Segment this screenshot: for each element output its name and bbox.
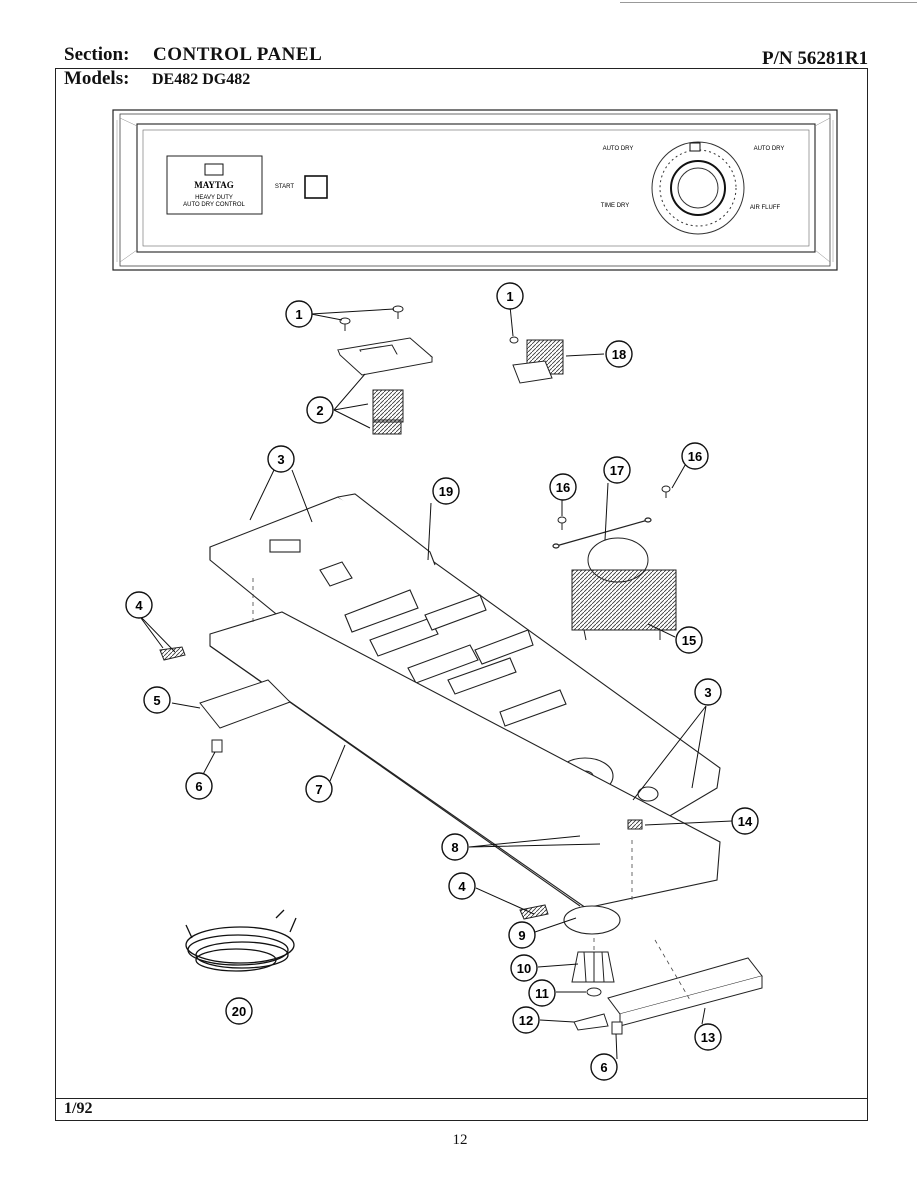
callout-12: 12 [512,1006,540,1034]
svg-text:11: 11 [535,986,549,1001]
svg-text:16: 16 [556,480,570,495]
relay-bracket-14 [627,819,643,830]
callout-group: 1 1 2 3 16 17 16 18 19 4 5 6 7 15 3 14 8… [125,282,759,1081]
panel-start-label: START [275,184,294,190]
svg-text:3: 3 [277,452,284,467]
panel-brand-logo: MAYTAG [194,180,234,190]
callout-7: 7 [305,775,333,803]
callout-17: 17 [603,456,631,484]
wire-clip-left [159,646,186,661]
svg-text:17: 17 [610,463,624,478]
dial-label-air-fluff: AIR FLUFF [750,205,781,211]
part-number: P/N 56281R1 [762,48,869,69]
top-rule [620,2,917,3]
callout-5: 5 [143,686,171,714]
svg-text:12: 12 [519,1013,533,1028]
svg-text:6: 6 [600,1060,607,1075]
callout-20: 20 [225,997,253,1025]
timer-wire [552,517,652,549]
svg-text:6: 6 [195,779,202,794]
callout-11: 11 [528,979,556,1007]
svg-text:5: 5 [153,693,160,708]
svg-text:20: 20 [232,1004,246,1019]
svg-text:19: 19 [439,484,453,499]
dial-label-auto-dry-left: AUTO DRY [603,146,634,152]
callout-4-lower: 4 [448,872,476,900]
models-value: DE482 DG482 [152,71,251,88]
timer-motor [571,537,677,641]
screw-pair-left [339,305,404,331]
callout-18: 18 [605,340,633,368]
svg-text:13: 13 [701,1030,715,1045]
page-number: 12 [452,1132,468,1148]
footer-date: 1/92 [64,1100,93,1117]
console-texture [116,117,834,263]
start-button [304,175,328,199]
screw-16 [557,485,671,530]
end-bracket-left [199,679,291,753]
dial-clip [573,1013,609,1031]
callout-3-right: 3 [694,678,722,706]
models-label: Models: [64,68,130,89]
section-title: CONTROL PANEL [153,44,323,65]
callout-14: 14 [731,807,759,835]
panel-brand-sub2: AUTO DRY CONTROL [183,202,245,208]
wire-harness [185,909,297,972]
relay-component [509,336,564,384]
callout-15: 15 [675,626,703,654]
svg-text:18: 18 [612,347,626,362]
svg-text:1: 1 [295,307,302,322]
callout-2: 2 [306,396,334,424]
svg-text:10: 10 [517,961,531,976]
callout-9: 9 [508,921,536,949]
svg-text:4: 4 [458,879,466,894]
svg-text:1: 1 [506,289,513,304]
svg-text:4: 4 [135,598,143,613]
start-switch-bracket [336,337,434,435]
panel-brand-sub1: HEAVY DUTY [195,195,233,201]
svg-text:3: 3 [704,685,711,700]
svg-text:2: 2 [316,403,323,418]
footer-rule [55,1098,868,1099]
leader-lines [137,305,733,1060]
callout-1-left: 1 [285,300,313,328]
section-label: Section: [64,44,130,65]
dial-skirt [571,951,615,983]
callout-8: 8 [441,833,469,861]
end-bracket-right [607,957,763,1035]
svg-text:14: 14 [738,814,753,829]
callout-4-left: 4 [125,591,153,619]
svg-text:9: 9 [518,928,525,943]
dial-label-time-dry: TIME DRY [601,203,630,209]
svg-text:8: 8 [451,840,458,855]
callout-10: 10 [510,954,538,982]
svg-text:15: 15 [682,633,696,648]
svg-text:16: 16 [688,449,702,464]
callout-3-top: 3 [267,445,295,473]
callout-13: 13 [694,1023,722,1051]
callout-6-right: 6 [590,1053,618,1081]
guide-lines [252,578,691,1001]
diagram-frame [55,68,868,1121]
wire-clip-lower [519,904,549,920]
callout-16-left: 16 [549,473,577,501]
callout-19: 19 [432,477,460,505]
callout-1-right: 1 [496,282,524,310]
control-panel-console: MAYTAG HEAVY DUTY AUTO DRY CONTROL START… [112,109,838,271]
dial-washer [586,987,602,997]
dial-label-auto-dry-right: AUTO DRY [754,146,785,152]
timer-dial [651,141,745,235]
svg-text:7: 7 [315,782,322,797]
callout-6-left: 6 [185,772,213,800]
callout-16-right: 16 [681,442,709,470]
